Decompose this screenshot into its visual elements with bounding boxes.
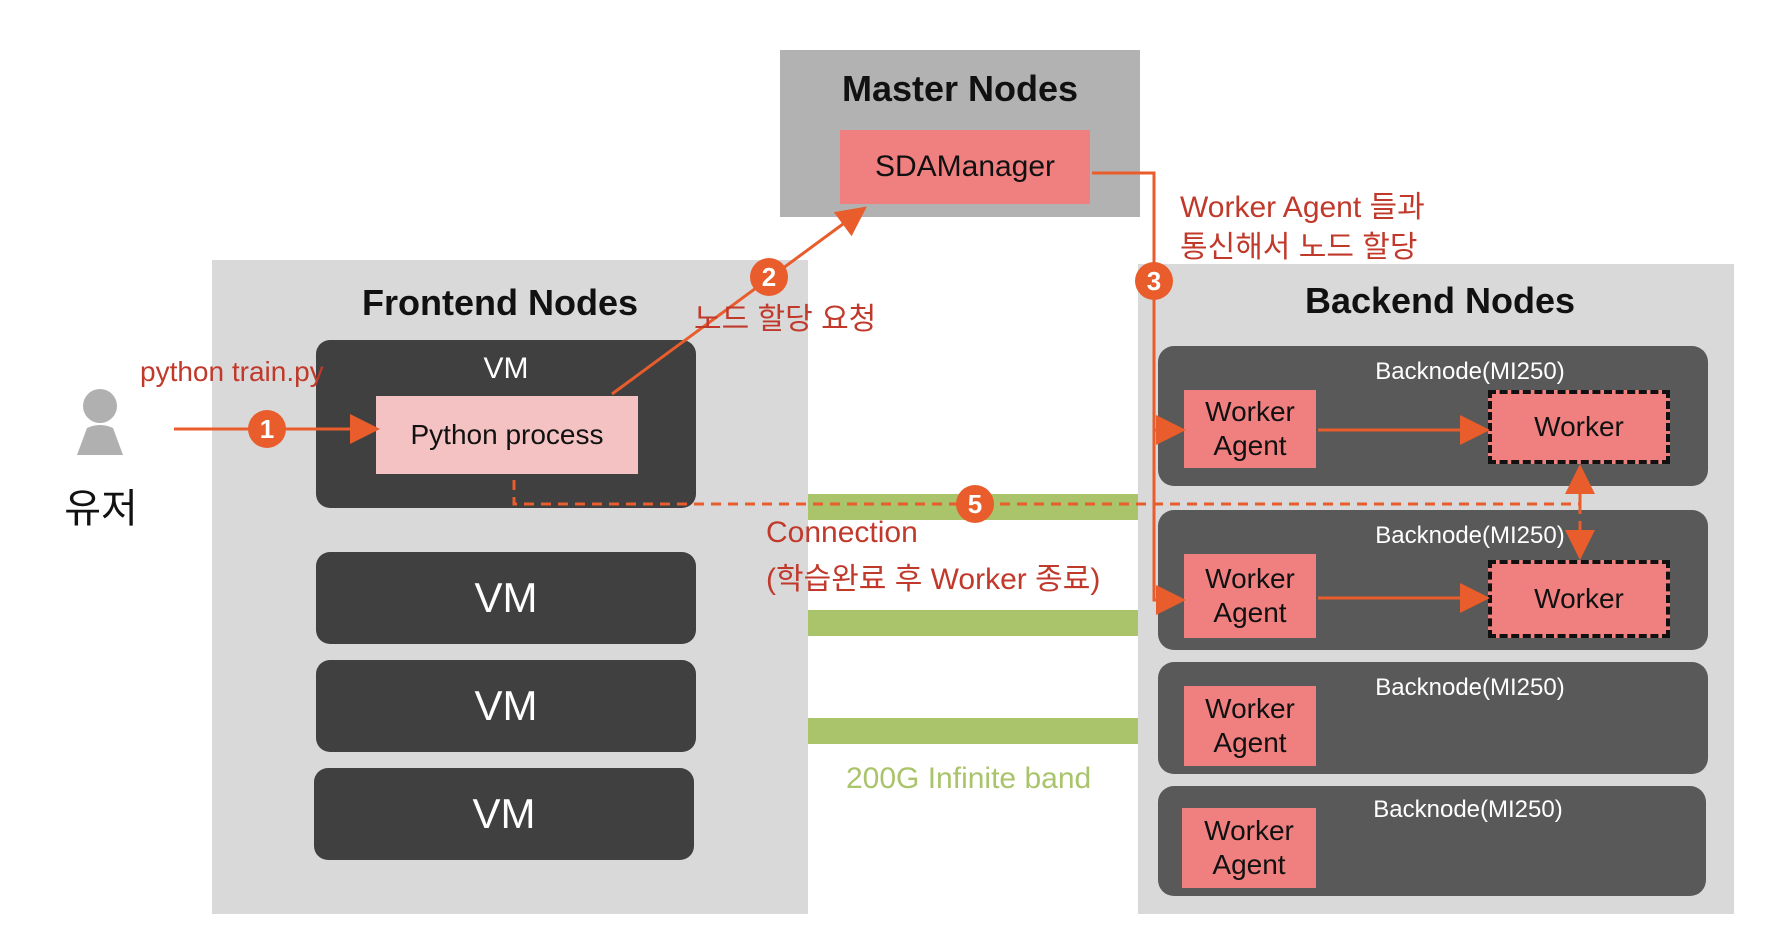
- backnode-label: Backnode(MI250): [1375, 674, 1565, 701]
- step-badge-3: 3: [1135, 262, 1173, 300]
- step-badge-1: 1: [248, 410, 286, 448]
- connection-annotation-line1: Connection: [766, 516, 918, 549]
- backnode-label: Backnode(MI250): [1375, 358, 1565, 385]
- vm-active-label: VM: [483, 352, 529, 385]
- worker-agent-box: Worker Agent: [1184, 390, 1316, 468]
- vm-box: VM: [314, 768, 694, 860]
- infiniband-link: [808, 718, 1138, 744]
- user-command: python train.py: [140, 356, 324, 387]
- step3-annotation-line1: Worker Agent 들과: [1180, 191, 1425, 224]
- infiniband-label: 200G Infinite band: [846, 762, 1092, 795]
- vm-box: VM: [316, 552, 696, 644]
- backnode-label: Backnode(MI250): [1375, 522, 1565, 549]
- worker-agent-box: Worker Agent: [1184, 554, 1316, 638]
- connection-annotation-line2: (학습완료 후 Worker 종료): [766, 563, 1101, 596]
- vm-box: VM: [316, 660, 696, 752]
- sdamanager-box: SDAManager: [840, 130, 1090, 204]
- frontend-nodes-title: Frontend Nodes: [362, 282, 638, 323]
- backend-nodes-title: Backend Nodes: [1304, 280, 1576, 321]
- backnode-label: Backnode(MI250): [1373, 796, 1563, 823]
- worker-agent-box: Worker Agent: [1184, 686, 1316, 766]
- python-process-box: Python process: [376, 396, 638, 474]
- master-nodes-title: Master Nodes: [841, 68, 1079, 109]
- worker-agent-box: Worker Agent: [1182, 808, 1316, 888]
- worker-box: Worker: [1488, 560, 1670, 638]
- infiniband-link: [808, 610, 1138, 636]
- user-icon: [76, 388, 126, 458]
- worker-box: Worker: [1488, 390, 1670, 464]
- step-badge-5: 5: [956, 485, 994, 523]
- user-label: 유저: [64, 487, 138, 531]
- step3-annotation-line2: 통신해서 노드 할당: [1180, 231, 1418, 264]
- step-badge-2: 2: [750, 258, 788, 296]
- step2-annotation: 노드 할당 요청: [694, 303, 877, 336]
